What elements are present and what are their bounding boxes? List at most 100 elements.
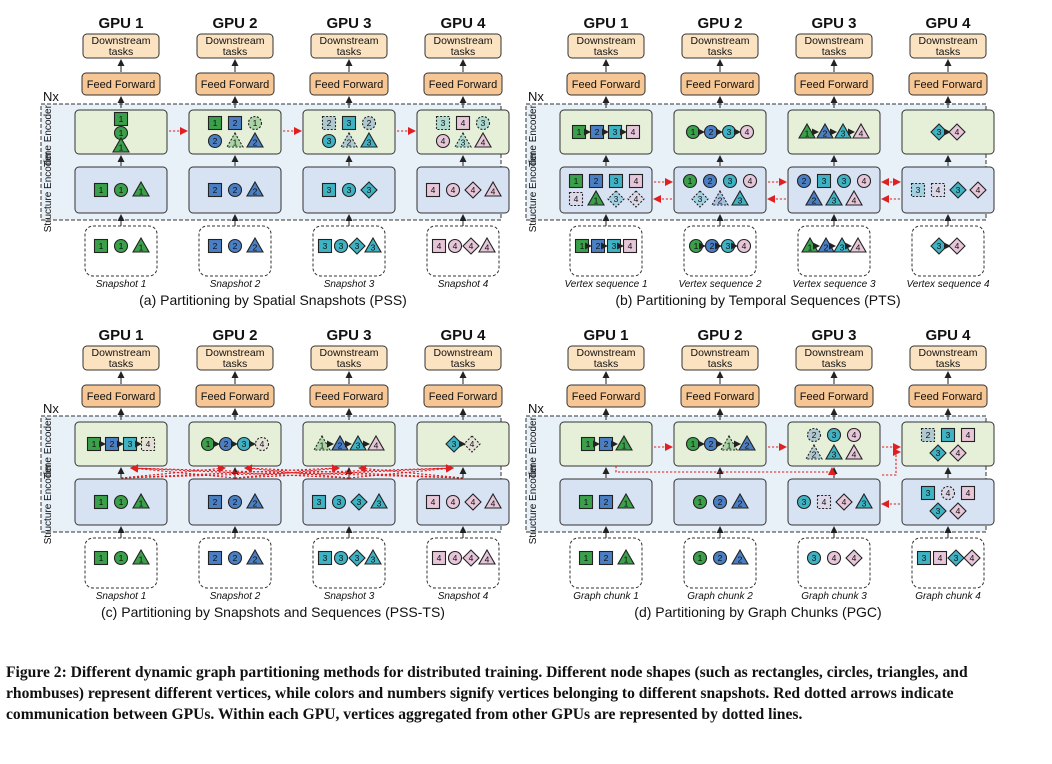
vertex-number: 3 (840, 243, 845, 253)
vertex-node (361, 115, 377, 131)
vertex-number: 4 (491, 499, 496, 509)
vertex-number: 4 (852, 450, 857, 460)
vertex-number: 3 (946, 430, 951, 440)
vertex-node (825, 189, 843, 206)
downstream-tasks-box (310, 33, 388, 59)
vertex-node (113, 494, 129, 510)
vertex-node (445, 494, 461, 510)
vertex-number: 4 (966, 488, 971, 498)
vertex-node (227, 494, 243, 510)
feed-forward-box (81, 384, 161, 408)
vertex-node (349, 434, 367, 451)
vertex-number: 4 (469, 553, 474, 563)
vertex-number: 1 (808, 243, 813, 253)
input-partition-box (683, 225, 757, 277)
input-partition-box (426, 537, 500, 589)
vertex-node (805, 189, 823, 206)
vertex-node (836, 173, 852, 189)
vertex-number: 2 (213, 185, 218, 195)
vertex-number: 2 (604, 439, 609, 449)
vertex-number: 4 (956, 506, 961, 516)
vertex-number: 3 (339, 553, 344, 563)
vertex-number: 3 (822, 176, 827, 186)
vertex-node (350, 493, 368, 511)
vertex-node (916, 550, 932, 566)
vertex-node (963, 549, 981, 567)
vertex-number: 2 (824, 243, 829, 253)
vertex-number: 3 (698, 194, 703, 204)
vertex-number: 1 (727, 441, 732, 451)
vertex-node (484, 492, 502, 509)
vertex-node (370, 492, 388, 509)
vertex-number: 4 (481, 138, 486, 148)
vertex-node (425, 494, 441, 510)
vertex-node (682, 173, 698, 189)
communication-arrow (348, 464, 454, 479)
vertex-number: 3 (916, 185, 921, 195)
downstream-tasks-box (196, 33, 274, 59)
vertex-node (617, 492, 635, 509)
vertex-number: 4 (946, 488, 951, 498)
vertex-node (340, 131, 358, 148)
downstream-label: tasks (936, 46, 961, 58)
vertex-node (227, 115, 243, 131)
input-partition-label: Graph chunk 3 (801, 591, 867, 602)
vertex-number: 1 (92, 439, 97, 449)
vertex-number: 1 (698, 497, 703, 507)
vertex-node (625, 124, 641, 140)
input-partition-label: Vertex sequence 4 (906, 279, 989, 290)
vertex-number: 4 (842, 497, 847, 507)
vertex-number: 1 (119, 553, 124, 563)
vertex-number: 2 (233, 553, 238, 563)
vertex-number: 3 (738, 196, 743, 206)
vertex-node (720, 434, 738, 451)
input-partition-label: Snapshot 1 (96, 591, 147, 602)
vertex-number: 3 (862, 499, 867, 509)
vertex-number: 2 (708, 176, 713, 186)
structure-encoder-box (302, 478, 396, 526)
vertex-node (247, 115, 263, 131)
vertex-number: 4 (862, 176, 867, 186)
vertex-number: 3 (357, 497, 362, 507)
downstream-tasks-box (82, 33, 160, 59)
vertex-number: 1 (139, 555, 144, 565)
vertex-number: 3 (323, 553, 328, 563)
vertex-node (112, 136, 130, 153)
vertex-number: 4 (437, 241, 442, 251)
vertex-number: 3 (347, 185, 352, 195)
structure-encoder-box (901, 478, 995, 526)
vertex-number: 4 (431, 497, 436, 507)
feed-forward-label: Feed Forward (914, 391, 982, 403)
vertex-node (435, 133, 451, 149)
vertex-number: 4 (856, 243, 861, 253)
vertex-node (846, 427, 862, 443)
vertex-number: 4 (461, 118, 466, 128)
vertex-node (796, 494, 812, 510)
feed-forward-box (423, 384, 503, 408)
vertex-node (226, 131, 244, 148)
vertex-number: 3 (355, 553, 360, 563)
vertex-number: 3 (812, 553, 817, 563)
vertex-node (692, 550, 708, 566)
vertex-node (331, 494, 347, 510)
vertex-number: 2 (604, 553, 609, 563)
structure-encoder-box (416, 166, 510, 214)
vertex-number: 3 (371, 243, 376, 253)
feed-forward-box (566, 384, 646, 408)
input-partition-label: Snapshot 3 (324, 591, 375, 602)
communication-arrow (244, 464, 464, 479)
vertex-number: 2 (812, 430, 817, 440)
vertex-node (910, 182, 926, 198)
vertex-node (806, 427, 822, 443)
vertex-node (852, 122, 870, 139)
vertex-node (464, 493, 482, 511)
input-partition-label: Vertex sequence 2 (678, 279, 761, 290)
vertex-number: 2 (738, 499, 743, 509)
feed-forward-box (423, 72, 503, 96)
input-partition-label: Vertex sequence 1 (564, 279, 647, 290)
downstream-label: tasks (223, 358, 248, 370)
vertex-node (333, 550, 349, 566)
